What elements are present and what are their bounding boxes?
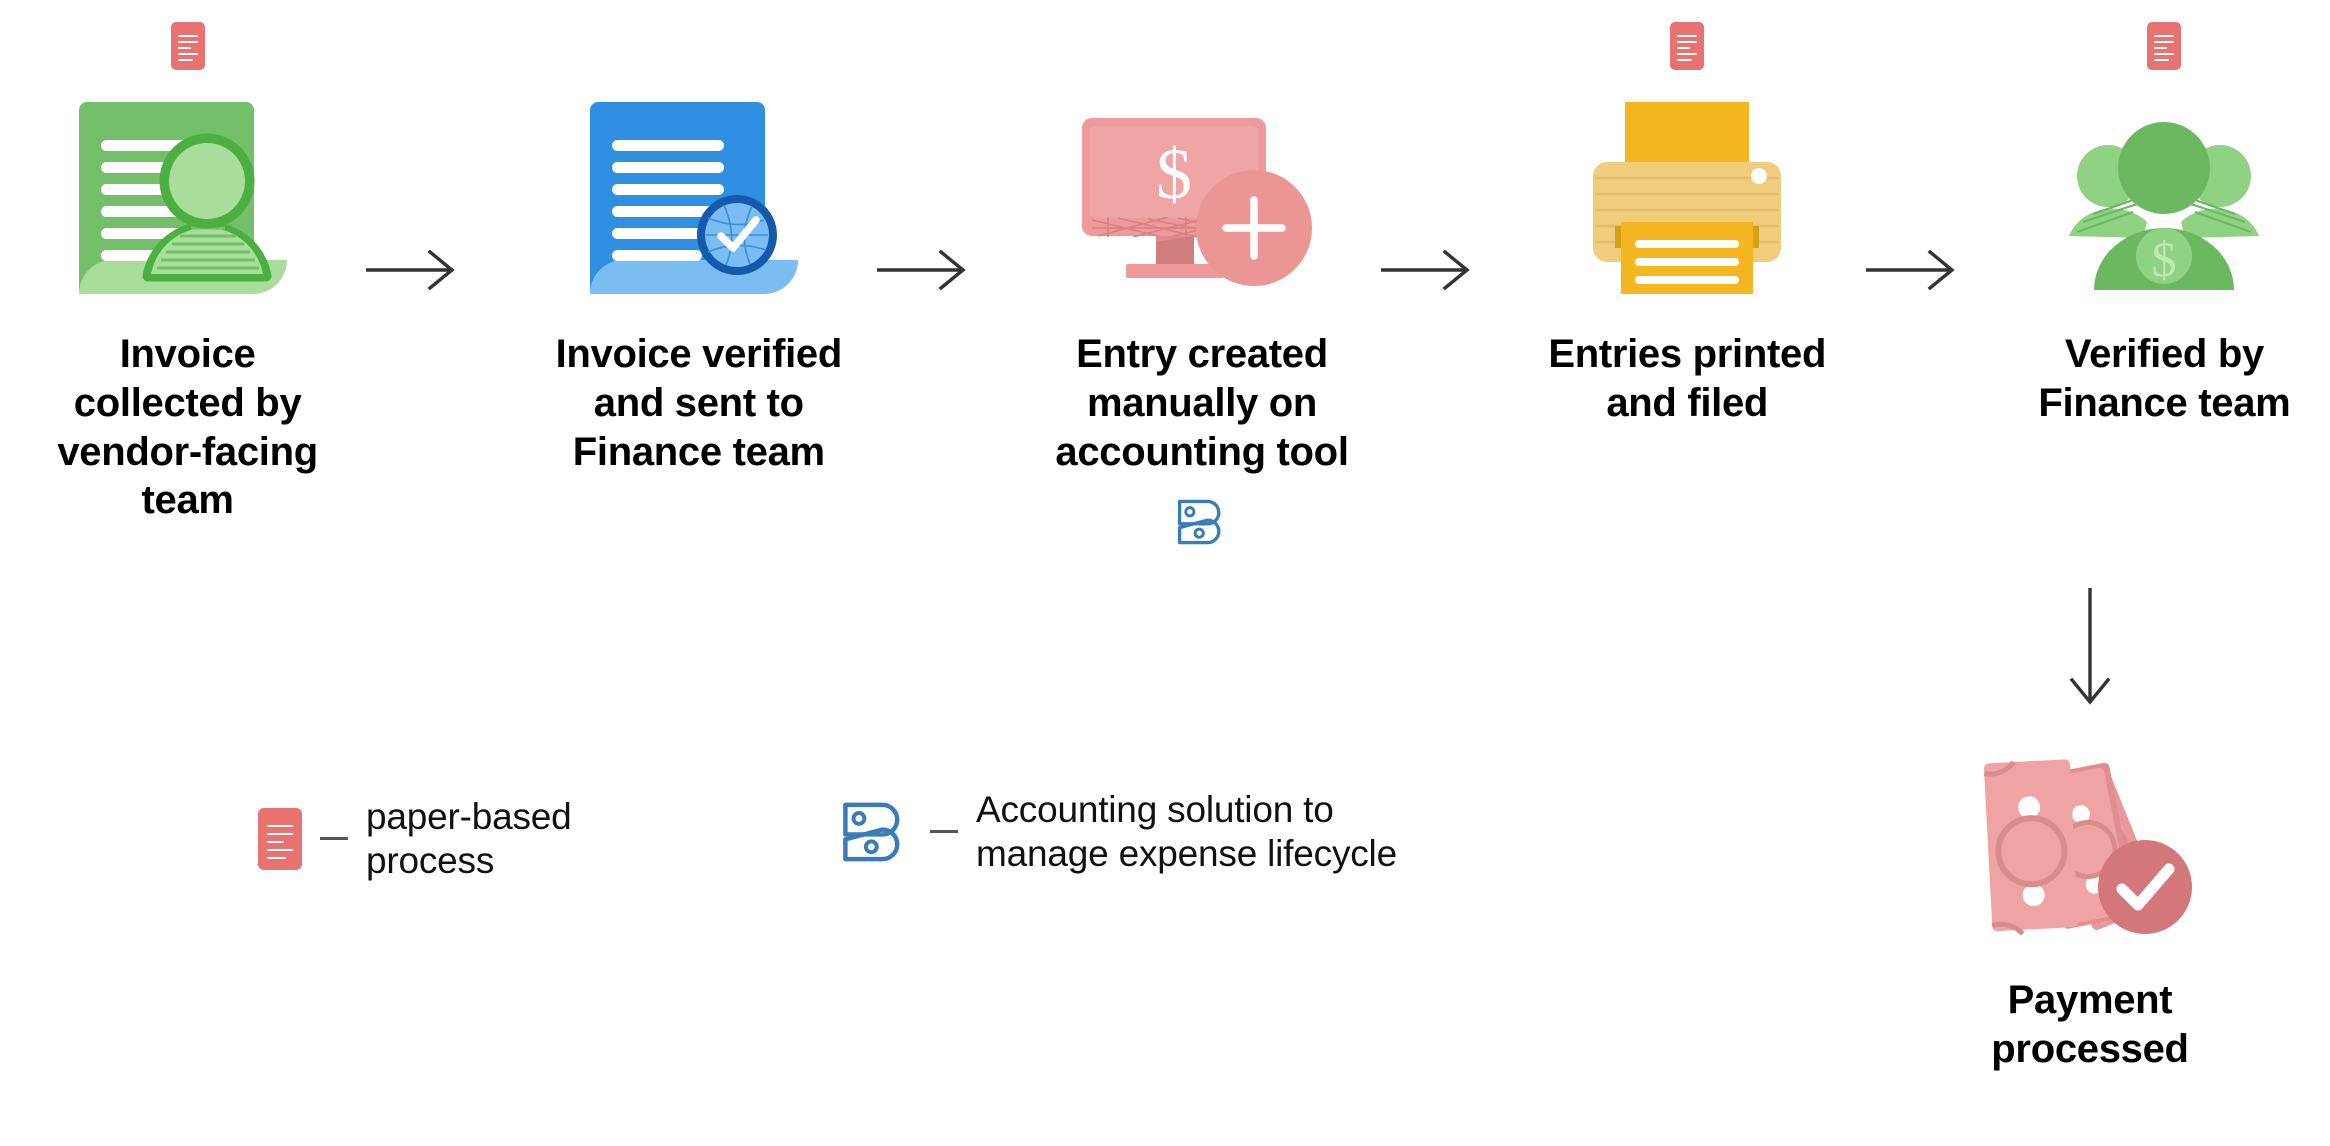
flow-step-invoice-verified: Invoice verified and sent to Finance tea… <box>533 0 864 552</box>
legend: paper-based process Accounting solution … <box>0 780 2330 930</box>
flow-step-invoice-collected: Invoice collected by vendor-facing team <box>22 0 353 601</box>
payment-branch: Payment processed <box>1925 588 2255 1074</box>
arrow-right-icon-4 <box>1853 250 1971 290</box>
arrow-down-icon <box>2066 588 2114 706</box>
paper-document-icon <box>170 22 205 70</box>
legend-item-accounting-solution: Accounting solution to manage expense li… <box>838 788 1397 875</box>
arrow-right-icon-2 <box>864 250 982 290</box>
flow-step-label: Invoice verified and sent to Finance tea… <box>555 332 843 474</box>
accounting-solution-logo <box>843 802 900 862</box>
accounting-solution-logo <box>1177 500 1221 545</box>
finance-team-dollar-icon: $ <box>1999 96 2330 296</box>
green-document-person-icon <box>22 96 353 296</box>
process-flow-row: Invoice collected by vendor-facing team <box>22 0 2330 601</box>
arrow-right-icon-3 <box>1368 250 1486 290</box>
legend-item-paper-based: paper-based process <box>258 795 572 882</box>
sub-logo-slot-3 <box>1174 492 1230 552</box>
arrow-right-icon-1 <box>353 250 471 290</box>
flow-step-label: Entry created manually on accounting too… <box>1055 332 1349 474</box>
legend-label: paper-based process <box>366 796 572 881</box>
flow-step-verified-by-finance: $ Verified by Finance team <box>1999 0 2330 504</box>
flow-step-entry-created: $ Entry created manually on accounting t… <box>1036 0 1367 552</box>
paper-document-icon <box>2147 22 2182 70</box>
legend-label: Accounting solution to manage expense li… <box>976 789 1397 874</box>
monitor-dollar-add-icon: $ <box>1036 96 1367 296</box>
paper-badge-slot-4 <box>1522 0 1853 92</box>
flow-step-label: Entries printed and filed <box>1548 332 1827 425</box>
svg-text:$: $ <box>2152 231 2177 287</box>
flow-step-label: Verified by Finance team <box>2038 332 2291 425</box>
flow-step-label: Invoice collected by vendor-facing team <box>57 332 318 523</box>
paper-badge-slot-1 <box>22 0 353 92</box>
paper-document-icon <box>258 807 302 870</box>
flow-step-entries-printed: Entries printed and filed <box>1522 0 1853 504</box>
legend-dash <box>930 830 958 834</box>
payment-processed-label: Payment processed <box>1991 978 2189 1071</box>
paper-badge-slot-5 <box>1999 0 2330 92</box>
legend-dash <box>320 837 348 841</box>
printer-icon <box>1522 96 1853 296</box>
blue-document-verified-icon <box>533 96 864 296</box>
paper-document-icon <box>1670 22 1705 70</box>
banknotes-check-icon <box>1970 720 2210 950</box>
svg-text:$: $ <box>1156 134 1192 214</box>
